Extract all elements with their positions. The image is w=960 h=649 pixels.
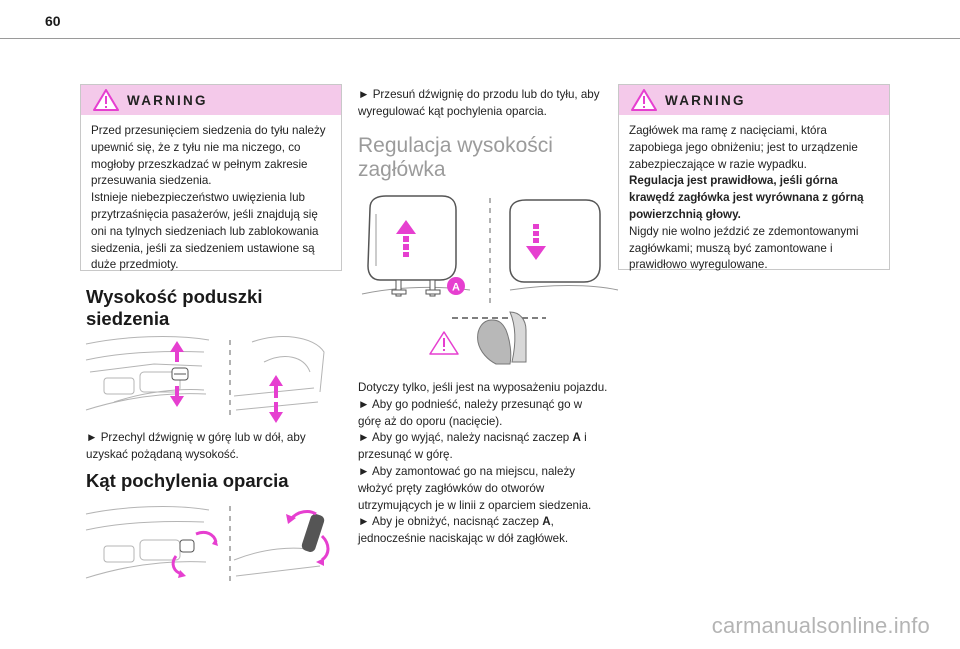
warning-line: Istnieje niebezpieczeństwo uwięzienia lu… xyxy=(91,191,305,205)
instruction-line: utrzymujących je w linii z oparciem sied… xyxy=(358,498,592,512)
instruction-text: ► Aby go wyjąć, należy nacisnąć zaczep xyxy=(358,431,573,445)
instruction-line: Dotyczy tylko, jeśli jest na wyposażeniu… xyxy=(358,381,608,394)
heading-line: Wysokość poduszki xyxy=(86,286,263,307)
cushion-height-heading: Wysokość poduszki siedzenia xyxy=(86,286,262,330)
page-number: 60 xyxy=(45,13,61,29)
instruction-line: przesunąć w górę. xyxy=(358,448,453,462)
warning-triangle-icon xyxy=(93,89,119,111)
warning-line-bold: krawędź zagłówka jest wyrównana z górną xyxy=(629,191,864,205)
instruction-line: ► Aby zamontować go na miejscu, należy xyxy=(358,464,576,478)
instruction-text: ► Aby je obniżyć, nacisnąć zaczep xyxy=(358,515,543,529)
warning-line: upewnić się, że z tyłu nie ma niczego, c… xyxy=(91,140,301,154)
instruction-bold: A xyxy=(572,431,581,445)
heading-line: siedzenia xyxy=(86,308,170,329)
instruction-line: ► Aby je obniżyć, nacisnąć zaczep A, xyxy=(358,514,628,531)
watermark: carmanualsonline.info xyxy=(711,613,930,638)
warning-line: przytrzaśnięcia pasażerów, jeśli znajduj… xyxy=(91,207,318,221)
warning-line: duże przedmioty. xyxy=(91,258,179,272)
warning-triangle-icon xyxy=(631,89,657,111)
instruction-line: ► Aby go wyjąć, należy nacisnąć zaczep A… xyxy=(358,430,628,447)
callout-a: A xyxy=(452,282,460,294)
warning-line: oni na tylnych siedzeniach lub zablokowa… xyxy=(91,224,319,238)
warning-line: mogłoby przeszkadzać w pełnym zakresie xyxy=(91,157,308,171)
warning-line: przesuwania siedzenia. xyxy=(91,174,212,188)
instruction-text: i xyxy=(580,431,587,445)
instruction-line: ► Przesuń dźwignię do przodu lub do tyłu… xyxy=(358,88,600,101)
heading-line: Regulacja wysokości xyxy=(358,134,553,157)
backrest-angle-heading: Kąt pochylenia oparcia xyxy=(86,470,289,491)
warning-line: siedzenia, jeśli za siedzeniem ustawione… xyxy=(91,241,315,255)
backrest-angle-illustration xyxy=(85,506,330,584)
warning-box-headrest: WARNING Zagłówek ma ramę z nacięciami, k… xyxy=(618,84,890,271)
warning-line: prawidłowo wyregulowane. xyxy=(629,258,768,272)
instruction-bold: A xyxy=(542,515,551,529)
warning-header: WARNING xyxy=(619,85,889,115)
instruction-text: , xyxy=(550,515,554,529)
warning-line: zabezpieczające w razie wypadku. xyxy=(629,157,807,171)
headrest-illustration: A xyxy=(361,195,619,365)
instruction-line: ► Przechyl dźwignię w górę lub w dół, ab… xyxy=(86,431,306,444)
warning-title: WARNING xyxy=(665,92,746,108)
instruction-line: uzyskać pożądaną wysokość. xyxy=(86,447,239,461)
heading-line: zagłówka xyxy=(358,158,446,181)
backrest-instructions: ► Przesuń dźwignię do przodu lub do tyłu… xyxy=(358,87,620,121)
warning-line: Zagłówek ma ramę z nacięciami, która xyxy=(629,124,827,137)
instruction-line: wyregulować kąt pochylenia oparcia. xyxy=(358,104,547,118)
headrest-heading: Regulacja wysokości zagłówka xyxy=(358,134,553,182)
warning-line-bold: powierzchnią głowy. xyxy=(629,207,741,221)
cushion-instructions: ► Przechyl dźwignię w górę lub w dół, ab… xyxy=(86,430,346,464)
warning-line: zapobiega jego obniżeniu; jest to urządz… xyxy=(629,140,858,154)
cushion-height-illustration xyxy=(85,336,325,423)
warning-text: Zagłówek ma ramę z nacięciami, która zap… xyxy=(619,115,889,282)
warning-line-bold: Regulacja jest prawidłowa, jeśli górna xyxy=(629,174,838,188)
headrest-instructions: Dotyczy tylko, jeśli jest na wyposażeniu… xyxy=(358,380,628,548)
instruction-line: ► Aby go podnieść, należy przesunąć go w xyxy=(358,397,583,411)
warning-text: Przed przesunięciem siedzenia do tyłu na… xyxy=(81,115,341,282)
header-divider xyxy=(0,38,960,39)
warning-line: Nigdy nie wolno jeździć ze zdemontowanym… xyxy=(629,224,859,238)
instruction-line: włożyć pręty zagłówków do otworów xyxy=(358,481,545,495)
warning-box-seat: WARNING Przed przesunięciem siedzenia do… xyxy=(80,84,342,271)
warning-line: zagłówkami; muszą być zamontowane i xyxy=(629,241,833,255)
instruction-line: jednocześnie naciskając w dół zagłówek. xyxy=(358,532,569,546)
warning-line: Przed przesunięciem siedzenia do tyłu na… xyxy=(91,124,326,137)
warning-header: WARNING xyxy=(81,85,341,115)
instruction-line: górę aż do oporu (nacięcie). xyxy=(358,414,503,428)
warning-title: WARNING xyxy=(127,92,208,108)
